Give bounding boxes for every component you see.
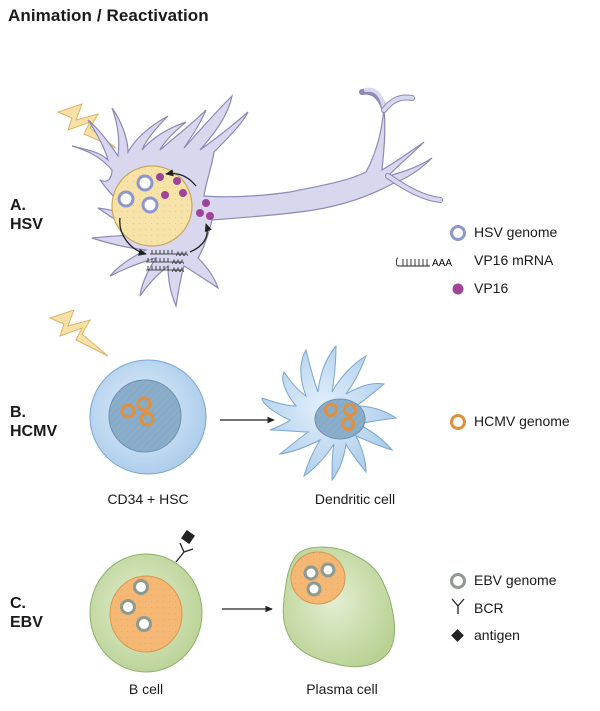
bcr-icon-cell [175,542,194,563]
caption-b-cell: B cell [128,681,164,697]
genome-ring-icon-hsv [450,225,466,241]
caption-plasma-cell: Plasma cell [306,681,378,697]
mrna-aaa-2: AAA [172,260,184,266]
panel-a-virus: HSV [10,216,43,233]
legend-vp16: VP16 [474,280,509,296]
legend-hsv-genome: HSV genome [474,224,558,240]
mrna-icon-cell [146,250,186,271]
genome-ring-icon-ebv [450,573,466,589]
mrna-aaa-3: AAA [172,268,184,274]
ebv-genomes-plasma [303,562,336,597]
legend-ebv-genome: EBV genome [474,572,557,588]
legend-mrna-aaa: AAA [432,258,452,269]
panel-b-letter: B. [10,404,26,421]
cycle-arrows [119,169,212,256]
panel-a-letter: A. [10,197,26,214]
panel-c-label: C. EBV [10,594,43,632]
hcmv-genomes-hsc [120,396,155,427]
legend-antigen: antigen [474,627,520,643]
hcmv-genomes-dendritic [324,403,357,431]
legend-bcr: BCR [474,600,504,616]
caption-cd34-hsc: CD34 + HSC [107,491,189,507]
panel-b-label: B. HCMV [10,403,57,441]
legend-hcmv-genome: HCMV genome [474,413,570,429]
panel-b-virus: HCMV [10,423,58,440]
mrna-aaa-1: AAA [176,252,188,258]
legend-vp16-mrna: VP16 mRNA [474,252,554,268]
ebv-genomes-bcell [120,579,152,632]
panel-a-label: A. HSV [10,196,43,234]
neuron [71,87,443,309]
lightning-icon-b [48,309,109,357]
figure-title: Animation / Reactivation [8,6,209,25]
mrna-icon-legend [396,257,430,267]
antigen-icon-legend [451,629,464,642]
caption-dendritic-cell: Dendritic cell [314,491,396,507]
genome-ring-icon-hcmv [450,414,466,430]
hsv-genomes [117,174,159,214]
vp16-dots [156,173,214,220]
panel-c-letter: C. [10,595,26,612]
vp16-dot-icon [452,283,464,295]
bcr-icon-legend [451,598,465,614]
panel-c-virus: EBV [10,614,43,631]
antigen-icon-cell [181,530,195,544]
